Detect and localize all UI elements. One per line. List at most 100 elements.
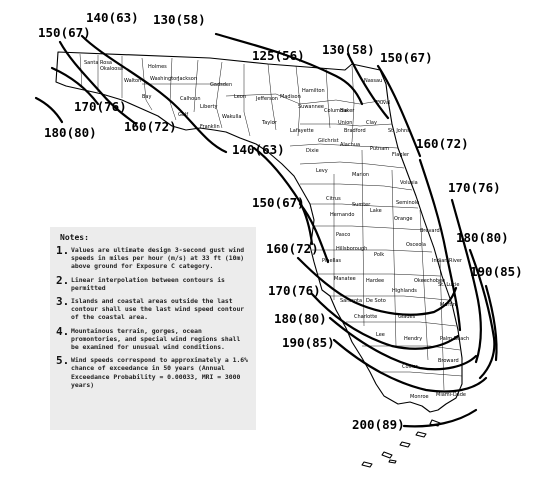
- svg-text:Jefferson: Jefferson: [255, 96, 278, 102]
- svg-text:Hillsborough: Hillsborough: [336, 246, 367, 252]
- svg-text:Orange: Orange: [394, 216, 412, 222]
- svg-text:Sumter: Sumter: [352, 202, 371, 208]
- svg-text:Calhoun: Calhoun: [180, 96, 201, 102]
- contour-170-west: [50, 66, 100, 106]
- svg-text:Manatee: Manatee: [334, 276, 356, 282]
- note-number: 3.: [56, 295, 70, 309]
- contour-160-south: [296, 256, 458, 316]
- svg-text:Baker: Baker: [340, 108, 355, 114]
- contour-label: 170(76): [448, 180, 501, 195]
- svg-text:Collier: Collier: [402, 364, 419, 370]
- contour-label: 190(85): [470, 264, 523, 279]
- svg-text:Hernando: Hernando: [330, 212, 354, 218]
- svg-text:Broward: Broward: [438, 358, 459, 364]
- svg-text:Washington: Washington: [150, 76, 179, 82]
- svg-text:Lake: Lake: [370, 208, 382, 214]
- note-number: 1.: [56, 244, 70, 257]
- contour-150-east: [376, 64, 422, 158]
- contour-160-east: [418, 158, 462, 332]
- note-text: Islands and coastal areas outside the la…: [71, 297, 245, 322]
- note-item: 1. Values are ultimate design 3-second g…: [56, 244, 250, 271]
- svg-text:Miami-Dade: Miami-Dade: [436, 392, 466, 398]
- note-text: Values are ultimate design 3-second gust…: [71, 246, 245, 271]
- svg-text:Liberty: Liberty: [200, 104, 217, 110]
- svg-text:Bay: Bay: [142, 94, 151, 100]
- svg-text:St. Lucie: St. Lucie: [438, 282, 459, 288]
- contour-label: 170(76): [74, 99, 127, 114]
- svg-text:Suwannee: Suwannee: [298, 104, 324, 110]
- note-number: 4.: [56, 324, 70, 338]
- note-item: 2. Linear interpolation between contours…: [56, 273, 250, 292]
- contour-label: 140(63): [232, 142, 285, 157]
- contour-150-northwest: [58, 40, 138, 126]
- contour-label: 130(58): [153, 12, 206, 27]
- svg-text:Wakulla: Wakulla: [222, 114, 241, 120]
- note-item: 5. Wind speeds correspond to approximate…: [56, 354, 250, 389]
- contour-label: 180(80): [44, 125, 97, 140]
- contour-170-south: [310, 292, 460, 350]
- svg-text:Santa Rosa: Santa Rosa: [84, 60, 112, 66]
- svg-text:Walton: Walton: [124, 78, 141, 84]
- svg-text:Charlotte: Charlotte: [354, 314, 377, 320]
- note-number: 2.: [56, 273, 70, 287]
- svg-text:Jackson: Jackson: [177, 76, 197, 82]
- svg-text:Duval: Duval: [376, 100, 390, 106]
- contour-140-gulf: [252, 146, 314, 246]
- contour-labels: 140(63) 130(58) 150(67) 125(56) 130(58) …: [38, 10, 523, 432]
- svg-text:St. Johns: St. Johns: [388, 128, 410, 134]
- contour-170-east: [450, 198, 482, 364]
- contour-130-east: [346, 52, 390, 120]
- svg-text:Clay: Clay: [366, 120, 377, 126]
- contour-label: 150(67): [252, 195, 305, 210]
- note-text: Wind speeds correspond to approximately …: [71, 356, 248, 389]
- svg-text:Gilchrist: Gilchrist: [318, 138, 339, 144]
- svg-text:Franklin: Franklin: [200, 124, 220, 130]
- svg-text:Pasco: Pasco: [336, 232, 350, 238]
- note-number: 5.: [56, 354, 70, 368]
- svg-text:De Soto: De Soto: [366, 298, 386, 304]
- county-lines: [79, 53, 463, 391]
- svg-text:Columbia: Columbia: [324, 108, 348, 114]
- contour-label: 180(80): [456, 230, 509, 245]
- contour-label: 130(58): [322, 42, 375, 57]
- note-text: Linear interpolation between contours is…: [71, 275, 225, 292]
- svg-text:Union: Union: [338, 120, 352, 126]
- svg-text:Brevard: Brevard: [420, 228, 440, 234]
- contour-label: 160(72): [266, 241, 319, 256]
- contour-label: 170(76): [268, 283, 321, 298]
- svg-text:Alachua: Alachua: [340, 142, 360, 148]
- contour-label: 150(67): [38, 25, 91, 40]
- contour-label: 150(67): [380, 50, 433, 65]
- svg-text:Gadsden: Gadsden: [210, 82, 232, 88]
- notes-title: Notes:: [60, 233, 89, 242]
- svg-text:Dixie: Dixie: [306, 148, 319, 154]
- svg-text:Bradford: Bradford: [344, 128, 366, 134]
- svg-text:Glades: Glades: [398, 314, 416, 320]
- svg-text:Holmes: Holmes: [148, 64, 167, 70]
- contour-180-west: [34, 96, 64, 124]
- svg-text:Highlands: Highlands: [392, 288, 417, 294]
- contour-150-gulf: [298, 202, 330, 264]
- svg-text:Monroe: Monroe: [410, 394, 429, 400]
- svg-text:Hamilton: Hamilton: [302, 88, 325, 94]
- contour-140-north: [80, 34, 228, 154]
- svg-text:Flagler: Flagler: [392, 152, 410, 158]
- contour-label: 180(80): [274, 311, 327, 326]
- svg-text:Levy: Levy: [316, 168, 328, 174]
- svg-text:Seminole: Seminole: [396, 200, 419, 206]
- contour-200-keys: [402, 408, 478, 428]
- svg-text:Osceola: Osceola: [406, 242, 426, 248]
- svg-text:Madison: Madison: [280, 94, 301, 100]
- svg-text:Nassau: Nassau: [364, 78, 382, 84]
- svg-text:Hardee: Hardee: [366, 278, 384, 284]
- contour-190-south: [332, 338, 488, 393]
- contour-lines: [34, 32, 498, 428]
- svg-text:Hendry: Hendry: [404, 336, 422, 342]
- contour-180-south: [328, 316, 478, 371]
- svg-text:Polk: Polk: [374, 252, 384, 258]
- svg-text:Marion: Marion: [352, 172, 369, 178]
- svg-text:Pinellas: Pinellas: [322, 258, 341, 264]
- notes-panel: Notes: 1. Values are ultimate design 3-s…: [50, 227, 256, 430]
